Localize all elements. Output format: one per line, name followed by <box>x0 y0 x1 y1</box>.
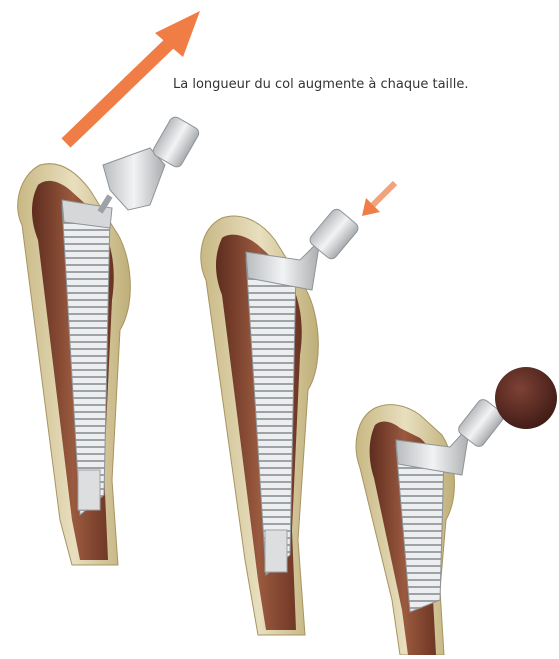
caption-text: La longueur du col augmente à chaque tai… <box>173 77 553 92</box>
femur-with-assembled-neck <box>201 207 361 635</box>
arrow-down-left-icon <box>362 183 395 216</box>
femur-with-modular-neck <box>18 115 201 565</box>
femoral-head <box>495 367 557 429</box>
femur-with-femoral-head <box>356 367 557 655</box>
